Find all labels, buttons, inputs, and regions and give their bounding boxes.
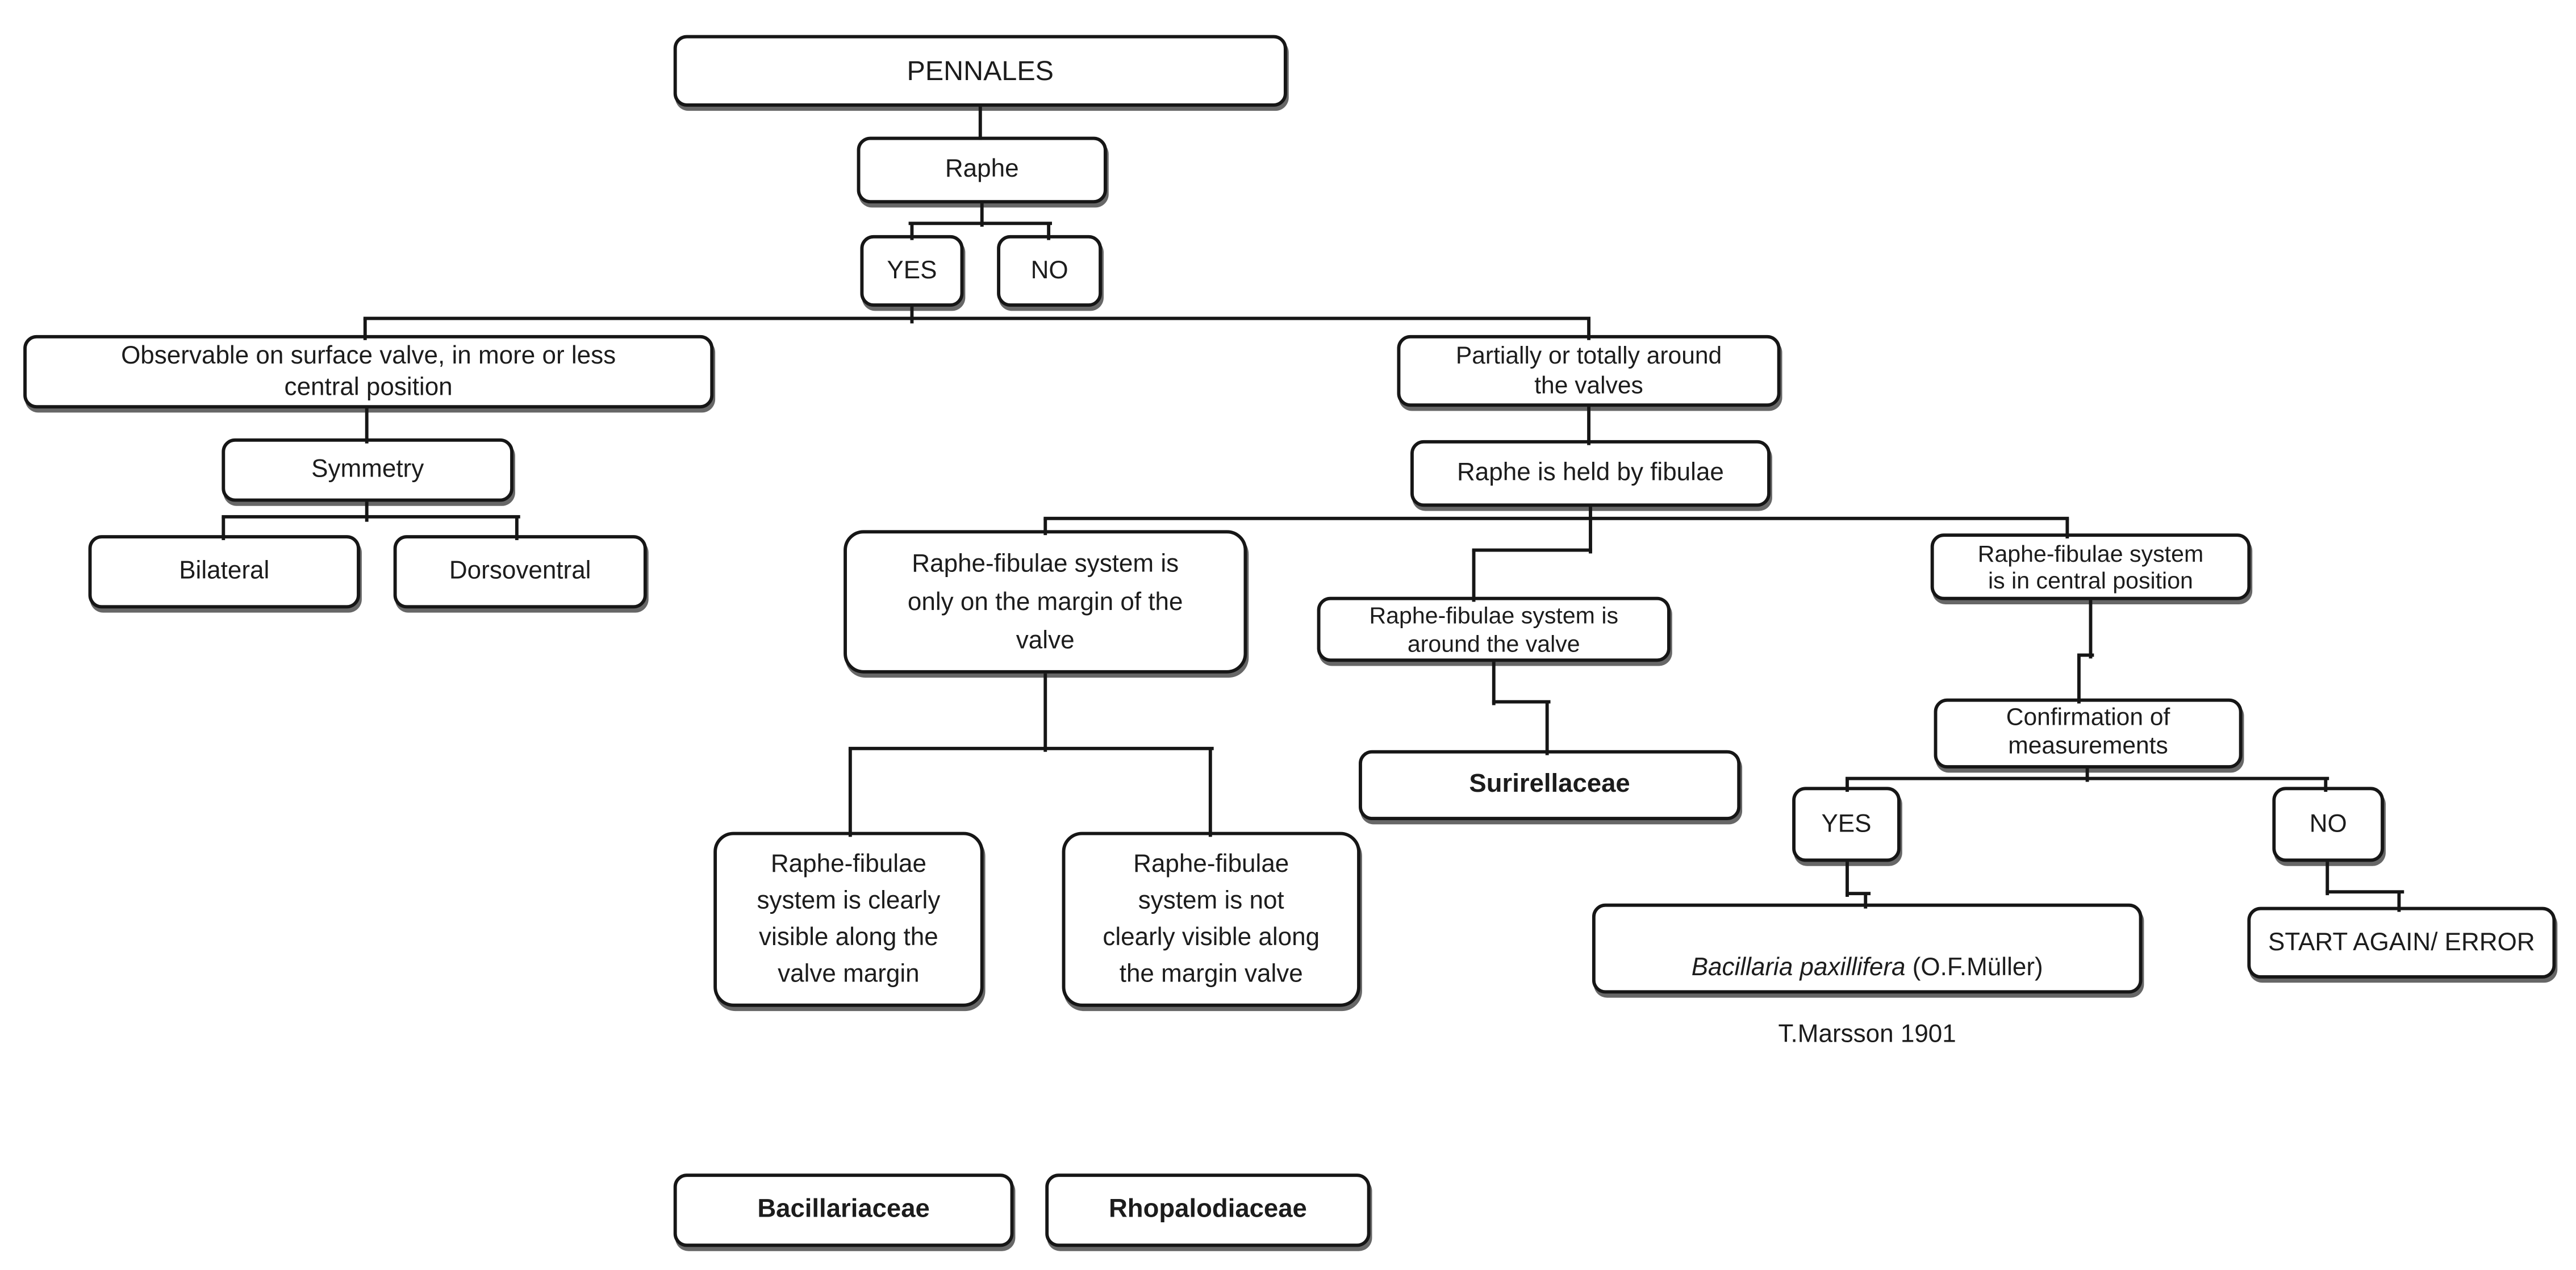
node-raphe-yes: YES: [860, 235, 964, 307]
species-name-italic: Bacillaria paxillifera: [1691, 953, 1906, 982]
connector-line: [2325, 889, 2405, 894]
node-label: Raphe-fibulae system is not clearly visi…: [1103, 849, 1320, 988]
node-label: Partially or totally around the valves: [1455, 342, 1722, 399]
connector-line: [1586, 407, 1591, 446]
node-raphe-held-by-fibulae: Raphe is held by fibulae: [1410, 440, 1771, 507]
connector-line: [363, 318, 368, 341]
node-confirm-yes: YES: [1792, 787, 1901, 862]
node-system-not-clearly-visible: Raphe-fibulae system is not clearly visi…: [1062, 832, 1360, 1007]
connector-line: [1043, 516, 2070, 521]
connector-line: [1471, 548, 1593, 553]
connector-line: [365, 408, 369, 444]
connector-line: [515, 516, 519, 541]
node-surirellaceae: Surirellaceae: [1359, 750, 1741, 821]
node-bacillariaceae: Bacillariaceae: [673, 1173, 1014, 1247]
connector-line: [365, 502, 369, 523]
connector-line: [1043, 518, 1047, 536]
node-label: NO: [2309, 809, 2347, 838]
node-label: Surirellaceae: [1469, 770, 1630, 799]
connector-line: [1208, 748, 1213, 838]
connector-line: [1043, 673, 1047, 753]
node-label: PENNALES: [907, 56, 1054, 86]
connector-line: [2325, 862, 2329, 896]
species-authority-line2: T.Marsson 1901: [1778, 1020, 1956, 1049]
connector-line: [2323, 778, 2328, 792]
node-label: Raphe: [945, 154, 1019, 183]
connector-line: [2077, 653, 2095, 658]
node-confirmation-of-measurements: Confirmation of measurements: [1934, 698, 2243, 769]
connector-line: [1545, 701, 1550, 756]
node-label: Symmetry: [311, 455, 424, 484]
connector-line: [908, 221, 1053, 225]
node-observable-surface-valve: Observable on surface valve, in more or …: [23, 335, 714, 409]
node-label: Rhopalodiaceae: [1108, 1195, 1307, 1224]
node-label: START AGAIN/ ERROR: [2268, 928, 2535, 956]
node-raphe-no: NO: [997, 235, 1103, 307]
node-label: Raphe is held by fibulae: [1457, 458, 1724, 487]
node-label: Confirmation of measurements: [2006, 704, 2170, 761]
connector-line: [1492, 662, 1496, 706]
node-rhopalodiaceae: Rhopalodiaceae: [1045, 1173, 1371, 1247]
connector-line: [909, 223, 915, 241]
node-pennales: PENNALES: [673, 35, 1287, 107]
connector-line: [1863, 893, 1868, 909]
node-label: NO: [1030, 256, 1068, 285]
node-system-central-position: Raphe-fibulae system is in central posit…: [1930, 533, 2251, 600]
connector-line: [1845, 778, 1849, 792]
connector-line: [909, 307, 915, 324]
connector-line: [1845, 891, 1871, 896]
node-system-clearly-visible: Raphe-fibulae system is clearly visible …: [713, 832, 984, 1007]
connector-line: [2077, 655, 2081, 704]
connector-line: [1492, 699, 1551, 704]
node-partially-around-valves: Partially or totally around the valves: [1397, 335, 1781, 407]
node-label: YES: [1821, 809, 1872, 838]
connector-line: [2065, 518, 2070, 539]
connector-line: [2397, 892, 2402, 913]
node-confirm-no: NO: [2272, 787, 2385, 862]
connector-line: [848, 746, 1214, 751]
node-label: Raphe-fibulae system is in central posit…: [1977, 539, 2204, 594]
node-start-again-error: START AGAIN/ ERROR: [2247, 906, 2556, 979]
connector-line: [1588, 507, 1593, 554]
node-label: Observable on surface valve, in more or …: [121, 341, 616, 402]
node-label: Raphe-fibulae system is clearly visible …: [757, 849, 941, 988]
connector-line: [978, 106, 983, 141]
species-name-line: Bacillaria paxillifera (O.F.Müller): [1602, 952, 2132, 985]
connector-line: [848, 748, 853, 838]
node-raphe: Raphe: [857, 136, 1107, 204]
node-label: Raphe-fibulae system is around the valve: [1369, 601, 1619, 656]
connector-line: [980, 203, 984, 227]
node-dorsoventral: Dorsoventral: [393, 535, 647, 609]
node-label: Dorsoventral: [449, 557, 591, 586]
node-label: Bilateral: [179, 557, 270, 586]
connector-line: [363, 316, 1591, 321]
connector-line: [1845, 776, 2329, 781]
connector-line: [1586, 318, 1591, 341]
node-label: YES: [887, 256, 937, 285]
connector-line: [1471, 550, 1476, 603]
node-bacillaria-paxillifera: Bacillaria paxillifera (O.F.Müller) T.Ma…: [1592, 903, 2143, 1048]
node-symmetry: Symmetry: [222, 438, 513, 502]
node-label: Raphe-fibulae system is only on the marg…: [907, 549, 1183, 654]
species-authority: (O.F.Müller): [1905, 953, 2043, 982]
connector-line: [2088, 600, 2093, 659]
node-bilateral: Bilateral: [88, 535, 360, 609]
connector-line: [2085, 768, 2090, 783]
node-system-only-on-margin: Raphe-fibulae system is only on the marg…: [844, 530, 1247, 674]
connector-line: [221, 516, 226, 541]
node-system-around-valve: Raphe-fibulae system is around the valve: [1317, 596, 1671, 662]
connector-line: [221, 515, 521, 519]
node-label: Bacillariaceae: [757, 1195, 930, 1224]
connector-line: [1046, 223, 1051, 241]
connector-line: [1845, 862, 1849, 897]
